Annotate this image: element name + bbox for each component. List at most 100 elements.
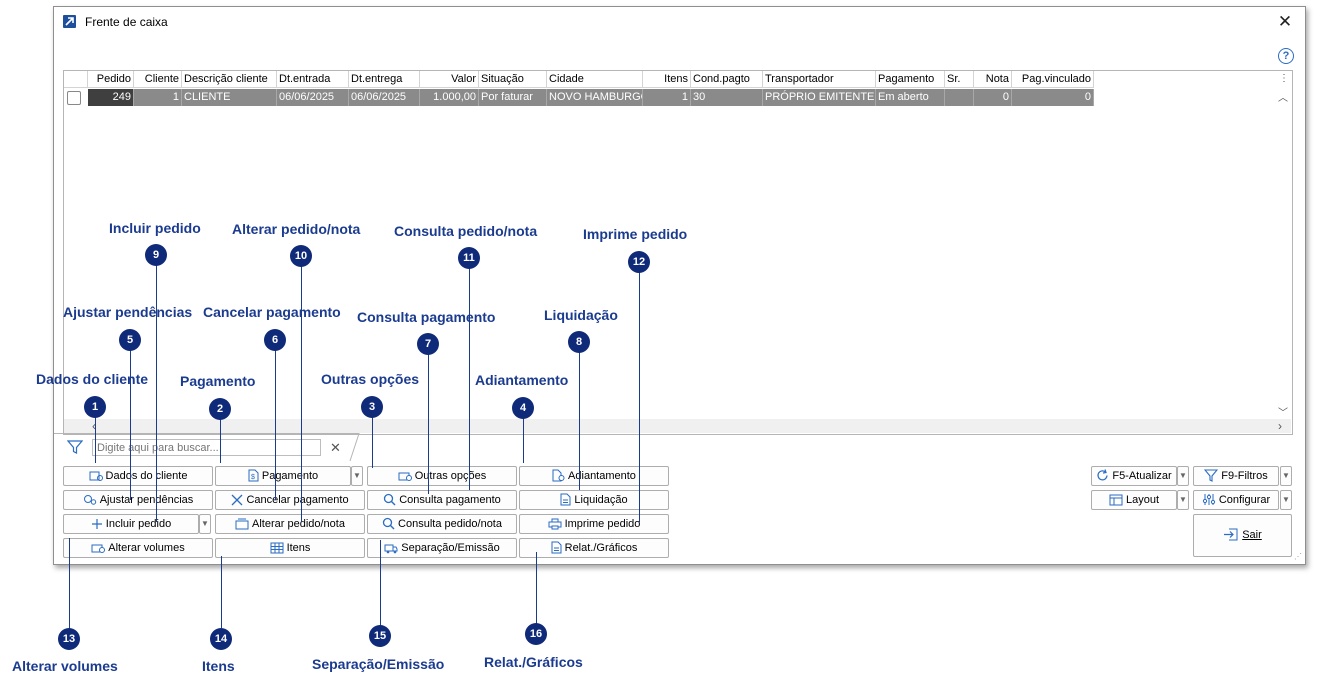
layout-label: Layout [1125,494,1160,506]
annotation-badge-10: 10 [290,245,312,267]
leader-line-4 [523,416,524,463]
annotation-badge-13: 13 [58,628,80,650]
annotation-label-12: Imprime pedido [583,226,688,242]
title-bar: Frente de caixa ✕ [54,7,1305,37]
cancel-x-icon [231,494,243,506]
refresh-icon [1097,469,1108,481]
search-tab-outline [54,433,360,462]
orders-grid[interactable]: Pedido Cliente Descrição cliente Dt.entr… [63,70,1293,435]
annotation-badge-8: 8 [568,331,590,353]
alterar-volumes-button[interactable]: Alterar volumes [63,538,213,558]
relat-graficos-label: Relat./Gráficos [564,542,638,554]
pagamento-button[interactable]: $Pagamento [215,466,351,486]
separacao-emissao-button[interactable]: Separação/Emissão [367,538,517,558]
horizontal-scrollbar[interactable]: ‹ › [64,419,1291,433]
cell-descricao-cliente: CLIENTE [182,89,277,106]
annotation-badge-14: 14 [210,628,232,650]
cell-pagamento: Em aberto [876,89,945,106]
header-transportador[interactable]: Transportador [763,71,876,88]
header-pagamento[interactable]: Pagamento [876,71,945,88]
f9-filtros-dropdown-icon[interactable]: ▼ [1280,466,1292,486]
app-arrow-icon [63,15,76,28]
outras-opcoes-button[interactable]: Outras opções [367,466,517,486]
resize-grip-icon[interactable]: ⋰ [1294,552,1302,561]
leader-line-5 [130,350,131,500]
dados-cliente-button[interactable]: Dados do cliente [63,466,213,486]
imprime-pedido-button[interactable]: Imprime pedido [519,514,669,534]
consulta-pagamento-button[interactable]: Consulta pagamento [367,490,517,510]
scroll-down-icon[interactable]: ﹀ [1278,408,1288,419]
configurar-button[interactable]: Configurar [1193,490,1279,510]
annotation-label-3: Outras opções [321,371,420,387]
incluir-pedido-button[interactable]: Incluir pedido [63,514,199,534]
filter-icon[interactable] [67,440,83,455]
header-cidade[interactable]: Cidade [547,71,643,88]
annotation-label-7: Consulta pagamento [357,309,496,325]
header-cond-pagto[interactable]: Cond.pagto [691,71,763,88]
sair-label: Sair [1242,529,1262,541]
annotation-badge-2: 2 [209,398,231,420]
consulta-pedido-nota-button[interactable]: Consulta pedido/nota [367,514,517,534]
printer-icon [548,518,562,530]
clear-search-icon[interactable]: ✕ [330,440,341,455]
consulta-pedido-nota-label: Consulta pedido/nota [398,518,502,530]
sair-button[interactable]: Sair [1193,514,1292,557]
grid-header: Pedido Cliente Descrição cliente Dt.entr… [64,71,1276,89]
annotation-label-4: Adiantamento [475,372,569,388]
itens-button[interactable]: Itens [215,538,365,558]
header-dt-entrega[interactable]: Dt.entrega [349,71,420,88]
vertical-scrollbar[interactable]: ⋮ ︿ ﹀ [1276,71,1291,419]
cell-pag-vinculado: 0 [1012,89,1094,106]
ajustar-pendencias-button[interactable]: Ajustar pendências [63,490,213,510]
cell-itens: 1 [643,89,691,106]
leader-line-6 [275,350,276,500]
search-icon [382,517,395,530]
configurar-dropdown-icon[interactable]: ▼ [1280,490,1292,510]
annotation-label-6: Cancelar pagamento [203,304,341,320]
header-pag-vinculado[interactable]: Pag.vinculado [1012,71,1094,88]
header-descricao-cliente[interactable]: Descrição cliente [182,71,277,88]
cancelar-pagamento-button[interactable]: Cancelar pagamento [215,490,365,510]
cell-nota: 0 [974,89,1012,106]
relat-graficos-button[interactable]: Relat./Gráficos [519,538,669,558]
leader-line-8 [579,352,580,490]
leader-line-1 [95,416,96,463]
header-nota[interactable]: Nota [974,71,1012,88]
header-pedido[interactable]: Pedido [88,71,134,88]
header-itens[interactable]: Itens [643,71,691,88]
header-situacao[interactable]: Situação [479,71,547,88]
column-menu-icon[interactable]: ⋮ [1279,73,1289,84]
annotation-badge-4: 4 [512,397,534,419]
header-dt-entrada[interactable]: Dt.entrada [277,71,349,88]
annotation-badge-6: 6 [264,329,286,351]
help-icon[interactable]: ? [1278,48,1294,64]
header-valor[interactable]: Valor [420,71,479,88]
scroll-up-icon[interactable]: ︿ [1278,93,1288,104]
liquidacao-label: Liquidação [574,494,628,506]
annotation-label-13: Alterar volumes [12,658,118,674]
filter-icon [1204,469,1219,482]
layout-button[interactable]: Layout [1091,490,1177,510]
configurar-label: Configurar [1218,494,1271,506]
alterar-pedido-nota-button[interactable]: Alterar pedido/nota [215,514,365,534]
layout-dropdown-icon[interactable]: ▼ [1177,490,1189,510]
annotation-badge-16: 16 [525,623,547,645]
incluir-pedido-dropdown-icon[interactable]: ▼ [199,514,211,534]
leader-line-2 [220,418,221,463]
pagamento-dropdown-icon[interactable]: ▼ [351,466,363,486]
adiantamento-button[interactable]: Adiantamento [519,466,669,486]
liquidacao-button[interactable]: Liquidação [519,490,669,510]
f9-filtros-button[interactable]: F9-Filtros [1193,466,1279,486]
header-sr[interactable]: Sr. [945,71,974,88]
scroll-left-icon[interactable]: ‹ [92,419,96,433]
f5-atualizar-button[interactable]: F5-Atualizar [1091,466,1177,486]
header-cliente[interactable]: Cliente [134,71,182,88]
annotation-label-15: Separação/Emissão [312,656,445,672]
f5-atualizar-dropdown-icon[interactable]: ▼ [1177,466,1189,486]
close-icon[interactable]: ✕ [1277,12,1293,31]
scroll-right-icon[interactable]: › [1278,419,1282,433]
sliders-icon [1202,494,1215,505]
imprime-pedido-label: Imprime pedido [564,518,641,530]
row-checkbox[interactable] [67,91,81,105]
search-input[interactable] [92,439,321,456]
